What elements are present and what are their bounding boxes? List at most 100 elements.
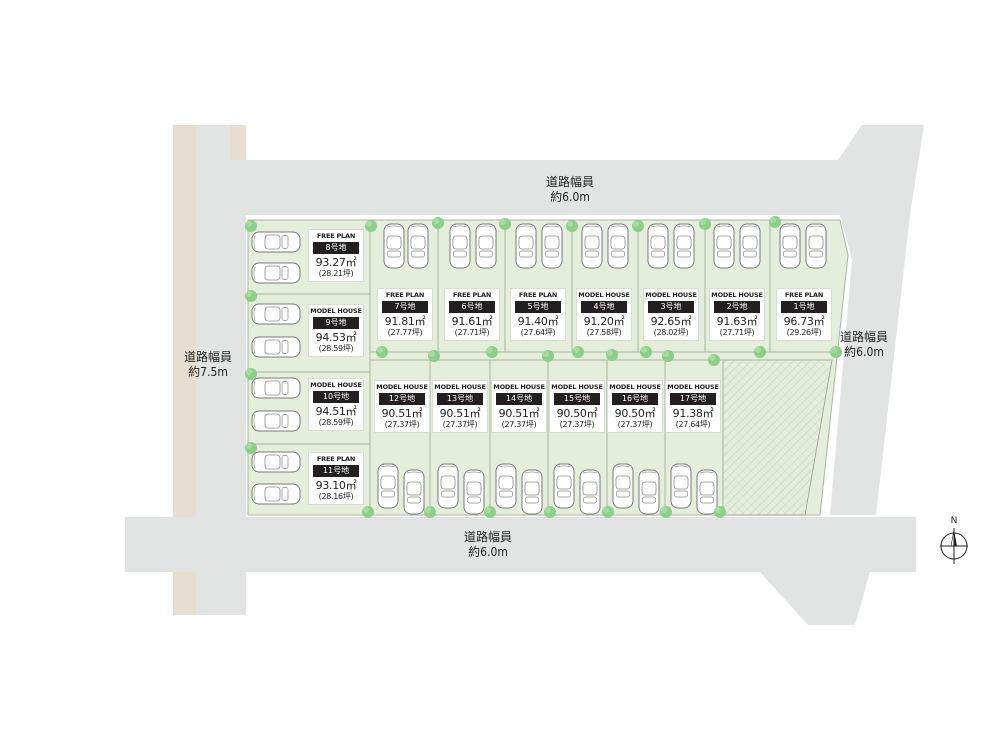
lot-area: 91.38㎡: [672, 407, 714, 420]
north-label: N: [950, 516, 958, 526]
tree-icon: [245, 442, 257, 454]
plan-type: MODEL HOUSE: [578, 291, 630, 299]
tree-icon: [640, 346, 652, 358]
lot-area: 93.27㎡: [315, 256, 357, 269]
plan-type: FREE PLAN: [385, 291, 425, 299]
lot-tsubo: (28.59坪): [318, 418, 354, 427]
lot-card-15[interactable]: MODEL HOUSE 15号地 90.50㎡ (27.37坪): [549, 380, 605, 433]
plan-type: FREE PLAN: [784, 291, 824, 299]
lot-tsubo: (27.77坪): [387, 328, 423, 337]
lot-tsubo: (27.37坪): [442, 420, 478, 429]
lot-card-7[interactable]: FREE PLAN 7号地 91.81㎡ (27.77坪): [377, 288, 433, 341]
tree-icon: [365, 220, 377, 232]
hatched-area-overlay: [723, 360, 832, 515]
lot-number: 10号地: [313, 391, 359, 403]
tree-icon: [566, 220, 578, 232]
car-icon: [383, 223, 405, 269]
lot-tsubo: (28.59坪): [318, 344, 354, 353]
car-icon: [437, 463, 459, 509]
lot-number: 5号地: [515, 301, 561, 313]
car-icon: [495, 463, 517, 509]
road-label-east: 道路幅員 約6.0m: [828, 330, 900, 360]
lot-area: 93.10㎡: [315, 479, 357, 492]
plan-type: MODEL HOUSE: [376, 383, 428, 391]
plan-type: MODEL HOUSE: [609, 383, 661, 391]
car-icon: [475, 223, 497, 269]
lot-card-11[interactable]: FREE PLAN 11号地 93.10㎡ (28.16坪): [308, 452, 364, 505]
plan-type: FREE PLAN: [518, 291, 558, 299]
lot-card-10[interactable]: MODEL HOUSE 10号地 94.51㎡ (28.59坪): [308, 378, 364, 431]
car-icon: [251, 451, 301, 473]
tree-icon: [245, 220, 257, 232]
north-arrow: N: [936, 516, 972, 568]
car-icon: [251, 410, 301, 432]
lot-tsubo: (27.37坪): [384, 420, 420, 429]
lot-card-13[interactable]: MODEL HOUSE 13号地 90.51㎡ (27.37坪): [432, 380, 488, 433]
lot-area: 91.20㎡: [583, 315, 625, 328]
tree-icon: [499, 218, 511, 230]
tree-icon: [484, 506, 496, 518]
plan-type: MODEL HOUSE: [667, 383, 719, 391]
plan-type: MODEL HOUSE: [711, 291, 763, 299]
lot-card-1[interactable]: FREE PLAN 1号地 96.73㎡ (29.26坪): [776, 288, 832, 341]
lot-card-14[interactable]: MODEL HOUSE 14号地 90.51㎡ (27.37坪): [491, 380, 547, 433]
car-icon: [251, 483, 301, 505]
lot-card-17[interactable]: MODEL HOUSE 17号地 91.38㎡ (27.64坪): [665, 380, 721, 433]
lot-tsubo: (28.02坪): [653, 328, 689, 337]
lot-number: 15号地: [554, 393, 600, 405]
lot-area: 96.73㎡: [783, 315, 825, 328]
road-label-north: 道路幅員 約6.0m: [530, 175, 610, 205]
north-road: [246, 125, 924, 215]
lot-tsubo: (27.64坪): [675, 420, 711, 429]
lot-number: 6号地: [449, 301, 495, 313]
car-icon: [403, 469, 425, 515]
car-icon: [377, 463, 399, 509]
lot-number: 9号地: [313, 317, 359, 329]
west-road-edge: [230, 160, 246, 615]
tree-icon: [754, 346, 766, 358]
lot-card-12[interactable]: MODEL HOUSE 12号地 90.51㎡ (27.37坪): [374, 380, 430, 433]
lot-card-5[interactable]: FREE PLAN 5号地 91.40㎡ (27.64坪): [510, 288, 566, 341]
tree-icon: [245, 368, 257, 380]
lot-number: 12号地: [379, 393, 425, 405]
lot-card-3[interactable]: MODEL HOUSE 3号地 92.65㎡ (28.02坪): [643, 288, 699, 341]
tree-icon: [699, 218, 711, 230]
compass-icon: [940, 528, 968, 564]
tree-icon: [542, 350, 554, 362]
lot-tsubo: (27.71坪): [454, 328, 490, 337]
tree-icon: [708, 354, 720, 366]
lot-tsubo: (27.64坪): [520, 328, 556, 337]
car-icon: [696, 469, 718, 515]
plan-type: MODEL HOUSE: [551, 383, 603, 391]
lot-area: 90.51㎡: [381, 407, 423, 420]
car-icon: [581, 223, 603, 269]
car-icon: [670, 463, 692, 509]
lot-card-2[interactable]: MODEL HOUSE 2号地 91.63㎡ (27.71坪): [709, 288, 765, 341]
lot-card-8[interactable]: FREE PLAN 8号地 93.27㎡ (28.21坪): [308, 229, 364, 282]
lot-card-16[interactable]: MODEL HOUSE 16号地 90.50㎡ (27.37坪): [607, 380, 663, 433]
road-width: 約7.5m: [188, 365, 228, 379]
car-icon: [515, 223, 537, 269]
car-icon: [251, 377, 301, 399]
lot-area: 91.61㎡: [451, 315, 493, 328]
lot-number: 7号地: [382, 301, 428, 313]
plan-type: MODEL HOUSE: [434, 383, 486, 391]
lot-card-4[interactable]: MODEL HOUSE 4号地 91.20㎡ (27.58坪): [576, 288, 632, 341]
tree-icon: [544, 506, 556, 518]
tree-icon: [428, 350, 440, 362]
tree-icon: [362, 506, 374, 518]
lot-number: 17号地: [670, 393, 716, 405]
road-width: 約6.0m: [550, 190, 590, 204]
tree-icon: [606, 349, 618, 361]
lot-card-9[interactable]: MODEL HOUSE 9号地 94.53㎡ (28.59坪): [308, 304, 364, 357]
tree-icon: [662, 350, 674, 362]
lot-area: 90.51㎡: [498, 407, 540, 420]
road-label-south: 道路幅員 約6.0m: [448, 530, 528, 560]
tree-icon: [602, 506, 614, 518]
south-road: [125, 517, 916, 625]
plan-type: MODEL HOUSE: [310, 307, 362, 315]
lot-card-6[interactable]: FREE PLAN 6号地 91.61㎡ (27.71坪): [444, 288, 500, 341]
plan-type: FREE PLAN: [316, 455, 356, 463]
